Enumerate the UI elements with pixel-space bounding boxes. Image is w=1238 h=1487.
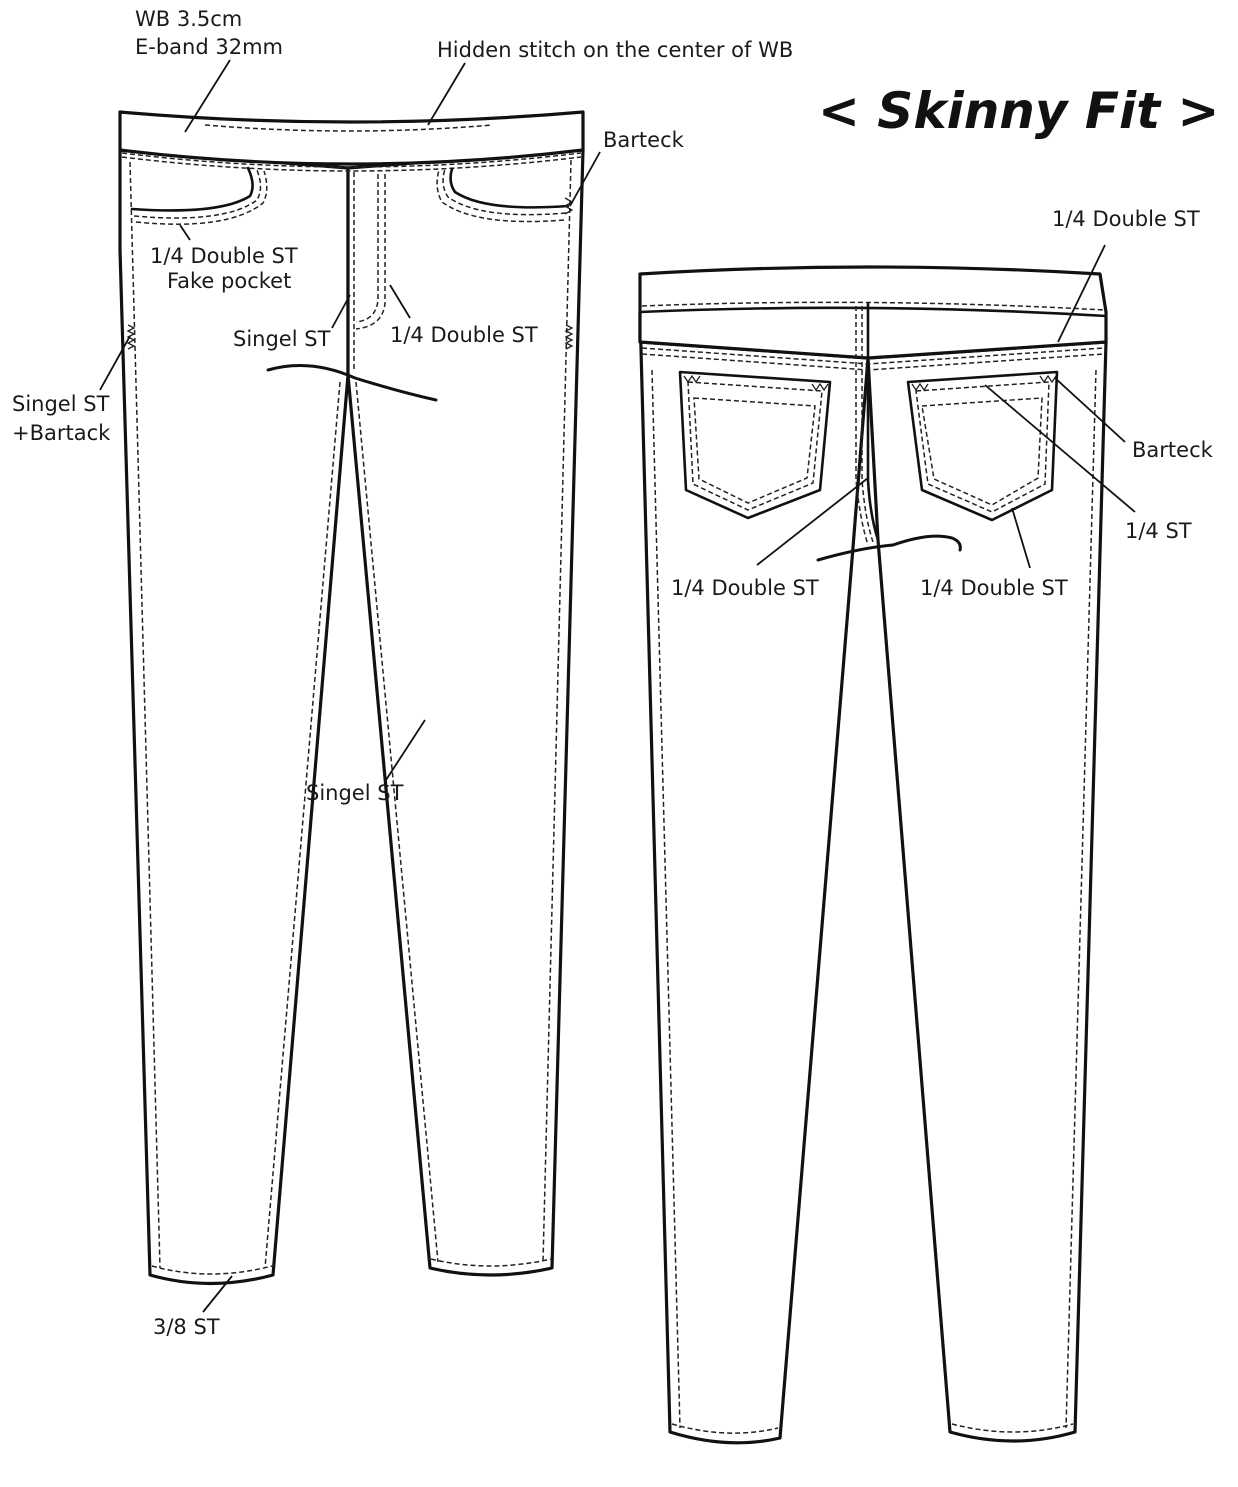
back-right-pocket-stitch-2: [921, 397, 1043, 506]
back-view: [638, 265, 1108, 1445]
label-hem: 3/8 ST: [153, 1315, 220, 1339]
label-back-center-seam: 1/4 Double ST: [671, 576, 819, 600]
label-fly-single: Singel ST: [233, 327, 331, 351]
label-back-pocket-top: 1/4 ST: [1125, 519, 1192, 543]
back-right-pocket-bartack: [911, 382, 929, 392]
front-waistband-bottom-stitch-2: [121, 152, 582, 168]
front-waistband-stitch: [204, 124, 493, 132]
front-view: [118, 110, 585, 1286]
back-center-stitch: [855, 306, 869, 546]
front-fly-stitch: [355, 174, 379, 323]
label-front-pocket-line2: Fake pocket: [167, 269, 291, 293]
back-left-pocket: [678, 370, 832, 520]
label-wb-width: WB 3.5cm: [135, 7, 242, 31]
front-pocket-bartack: [563, 197, 574, 215]
front-right-pocket: [449, 167, 570, 209]
front-leaders: [99, 59, 601, 1313]
back-left-side-stitch: [651, 369, 681, 1429]
front-right-hem-stitch: [430, 1258, 552, 1267]
back-left-pocket-stitch-2: [693, 397, 816, 504]
front-left-inseam-stitch: [264, 381, 341, 1269]
label-back-yoke: 1/4 Double ST: [1052, 207, 1200, 231]
label-front-pocket-line1: 1/4 Double ST: [150, 244, 298, 268]
label-eband: E-band 32mm: [135, 35, 283, 59]
back-left-hem-stitch: [671, 1423, 779, 1434]
front-right-leg: [346, 148, 585, 1277]
label-front-barteck: Barteck: [603, 128, 685, 152]
front-right-pocket-stitch: [442, 168, 567, 216]
front-left-leg: [118, 148, 350, 1286]
back-right-pocket: [906, 370, 1059, 522]
label-hidden-stitch: Hidden stitch on the center of WB: [437, 38, 793, 62]
back-right-leg: [866, 340, 1108, 1443]
front-side-bartack: [126, 324, 136, 350]
front-crotch-squiggle: [266, 364, 438, 402]
diagram-title: < Skinny Fit >: [818, 82, 1219, 140]
label-side-line1: Singel ST: [12, 392, 110, 416]
back-waistband: [638, 265, 1108, 360]
back-right-pocket-stitch: [915, 381, 1050, 513]
front-waistband: [118, 110, 585, 166]
back-left-leg: [638, 310, 870, 1445]
front-waistband-bottom-stitch: [121, 156, 582, 172]
back-left-pocket-bartack-2: [811, 382, 829, 392]
front-right-pocket-stitch-2: [436, 169, 565, 223]
label-back-barteck: Barteck: [1132, 438, 1214, 462]
front-left-pocket-stitch-2: [135, 170, 268, 225]
back-right-pocket-bartack-2: [1039, 374, 1057, 384]
label-inseam: Singel ST: [306, 781, 404, 805]
label-side-line2: +Bartack: [12, 421, 111, 445]
back-right-hem-stitch: [951, 1423, 1074, 1433]
back-center-seam: [866, 302, 880, 542]
back-center-stitch-2: [861, 306, 874, 543]
back-left-pocket-bartack: [683, 374, 701, 384]
label-back-pocket-edge: 1/4 Double ST: [920, 576, 1068, 600]
label-fly-double: 1/4 Double ST: [390, 323, 538, 347]
front-fly-stitch-2: [355, 174, 386, 330]
front-left-hem-stitch: [151, 1265, 273, 1275]
back-waistband-line: [638, 306, 1108, 318]
back-leaders: [756, 244, 1136, 569]
front-left-pocket-stitch: [133, 169, 262, 219]
back-crotch-squiggle: [816, 534, 962, 562]
front-left-side-stitch: [129, 161, 161, 1269]
front-right-inseam-stitch: [355, 381, 439, 1263]
front-right-side-bartack: [564, 324, 574, 350]
back-right-side-stitch: [1065, 369, 1097, 1429]
front-left-pocket: [130, 166, 254, 212]
